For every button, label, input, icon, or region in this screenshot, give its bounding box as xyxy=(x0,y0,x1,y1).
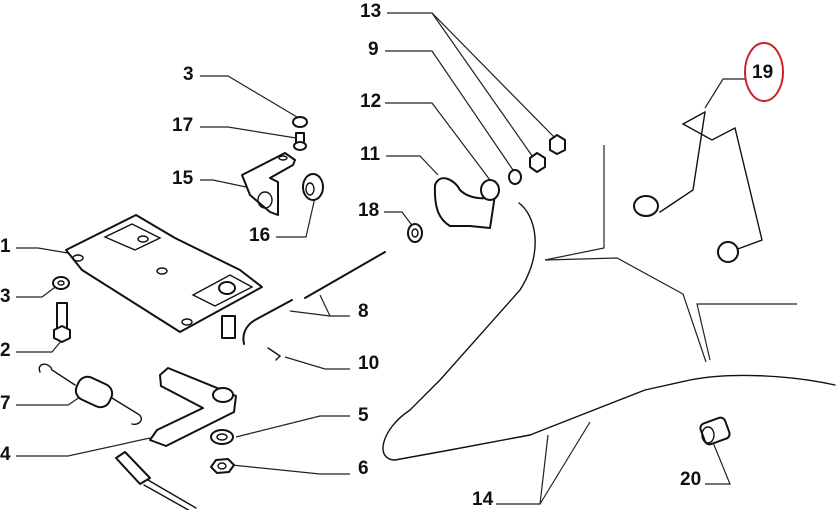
leader-3-left xyxy=(16,284,59,298)
part-spring-7 xyxy=(38,363,142,426)
leader-cable-bracket-b xyxy=(544,257,707,363)
callout-5[interactable]: 5 xyxy=(358,405,369,426)
leader-13b xyxy=(431,12,536,161)
leader-17 xyxy=(200,126,297,139)
part-lever-4 xyxy=(149,367,237,447)
leader-8a xyxy=(319,294,350,317)
callout-3-left[interactable]: 3 xyxy=(0,286,11,307)
callout-2[interactable]: 2 xyxy=(0,340,11,361)
callout-20[interactable]: 20 xyxy=(680,469,702,490)
part-bolt-2 xyxy=(53,302,71,343)
leader-16 xyxy=(276,192,317,238)
callout-16[interactable]: 16 xyxy=(249,225,271,246)
leader-2 xyxy=(16,339,63,353)
part-eyelet-rod xyxy=(115,451,197,510)
highlight-circle-19 xyxy=(744,42,784,102)
part-bracket-15 xyxy=(241,152,296,216)
part-nut-6 xyxy=(210,458,235,474)
leader-9 xyxy=(385,50,514,171)
leader-lines xyxy=(16,12,797,505)
part-nut-13a xyxy=(529,152,546,173)
part-washer-3-top xyxy=(292,116,308,128)
part-plate-1 xyxy=(65,214,263,339)
leader-15 xyxy=(200,179,247,188)
callout-11[interactable]: 11 xyxy=(360,144,381,165)
leader-5 xyxy=(235,415,350,438)
part-bushing-16 xyxy=(302,173,324,201)
leader-18 xyxy=(384,211,415,229)
part-nut-13b xyxy=(549,134,566,155)
callout-3-top[interactable]: 3 xyxy=(183,64,194,85)
leader-4 xyxy=(16,437,151,457)
leader-7 xyxy=(16,396,81,406)
part-washer-5 xyxy=(210,429,234,445)
leader-8b xyxy=(289,310,331,317)
leader-12 xyxy=(385,102,491,181)
leader-14a xyxy=(496,434,549,505)
leader-14b xyxy=(539,421,591,505)
callout-19[interactable]: 19 xyxy=(752,62,774,83)
part-bushing-20 xyxy=(699,416,731,446)
part-clip-10 xyxy=(267,347,282,361)
callout-4[interactable]: 4 xyxy=(0,444,11,465)
leader-cable-bracket xyxy=(544,145,605,261)
callout-18[interactable]: 18 xyxy=(358,200,380,221)
callout-13[interactable]: 13 xyxy=(360,1,382,22)
callout-17[interactable]: 17 xyxy=(172,115,194,136)
part-washer-18 xyxy=(407,223,423,243)
callout-10[interactable]: 10 xyxy=(358,353,380,374)
leader-1 xyxy=(16,247,69,254)
leader-11 xyxy=(386,155,439,176)
callout-15[interactable]: 15 xyxy=(172,168,194,189)
part-rod-8 xyxy=(242,251,386,345)
leader-cable-bracket-c xyxy=(696,303,797,361)
callout-7[interactable]: 7 xyxy=(0,393,11,414)
leader-19 xyxy=(704,78,745,109)
callout-12[interactable]: 12 xyxy=(360,91,382,112)
leader-20 xyxy=(705,439,731,485)
callout-1[interactable]: 1 xyxy=(0,236,11,257)
part-spring-19 xyxy=(633,111,763,263)
leader-10 xyxy=(284,356,350,370)
callout-14[interactable]: 14 xyxy=(472,489,494,510)
callout-8[interactable]: 8 xyxy=(358,301,369,322)
leader-3-top xyxy=(200,75,298,118)
part-washer-3-left xyxy=(52,276,70,290)
callout-6[interactable]: 6 xyxy=(358,458,369,479)
callout-9[interactable]: 9 xyxy=(368,39,379,60)
part-cable-front xyxy=(382,202,536,461)
part-screw-17 xyxy=(293,132,307,151)
leader-6 xyxy=(231,464,350,475)
part-cable-rear-14 xyxy=(529,374,836,436)
leader-13a xyxy=(387,12,558,141)
part-washer-9 xyxy=(508,169,522,185)
part-spacer-12 xyxy=(480,179,500,201)
